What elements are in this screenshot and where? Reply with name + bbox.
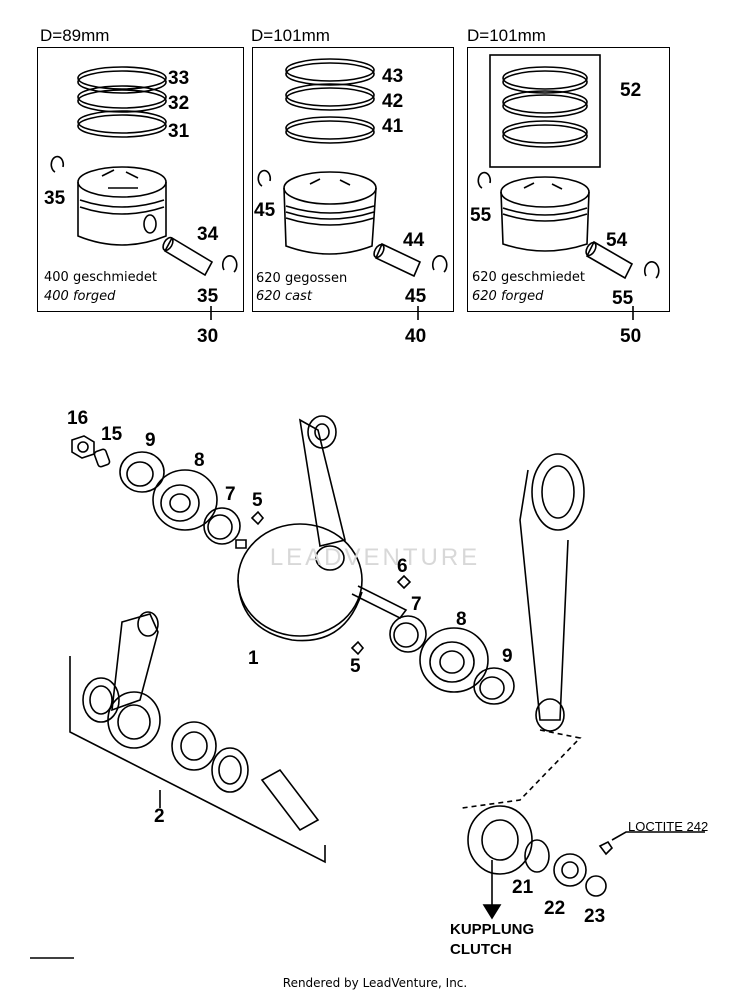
loctite-drop bbox=[598, 840, 614, 856]
crankshaft-1 bbox=[235, 415, 408, 642]
part-label: 45 bbox=[254, 200, 276, 221]
part-label: 15 bbox=[101, 424, 123, 445]
clutch-label-de: KUPPLUNG bbox=[450, 921, 535, 938]
shim-7-left bbox=[203, 507, 241, 545]
piston-panel-400-forged bbox=[37, 47, 244, 312]
piston-set-3-diameter: D=101mm bbox=[467, 26, 546, 45]
piston-caption-de: 400 geschmiedet bbox=[44, 270, 157, 285]
group-label: 50 bbox=[620, 326, 642, 347]
loctite-leader bbox=[611, 831, 705, 841]
piston-rings-set-1 bbox=[77, 66, 167, 138]
part-label: 35 bbox=[44, 188, 66, 209]
footer-credit: Rendered by LeadVenture, Inc. bbox=[282, 976, 468, 990]
circlip-45b bbox=[431, 255, 448, 273]
connecting-rod-kit-2 bbox=[69, 611, 326, 864]
piston-400 bbox=[77, 166, 167, 246]
part-label: 52 bbox=[620, 80, 642, 101]
piston-set-2-diameter: D=101mm bbox=[251, 26, 330, 45]
group-label: 40 bbox=[405, 326, 427, 347]
part-label: 31 bbox=[168, 121, 190, 142]
part-label: 9 bbox=[502, 646, 513, 667]
bearing-8-left bbox=[152, 469, 218, 531]
part-label: 6 bbox=[397, 556, 408, 577]
clutch-label-en: CLUTCH bbox=[450, 941, 512, 958]
clutch-arrow-icon bbox=[482, 904, 502, 920]
piston-panel-620-cast bbox=[252, 47, 454, 312]
part-label: 55 bbox=[470, 205, 492, 226]
part-label: 21 bbox=[512, 877, 534, 898]
part-label: 54 bbox=[606, 230, 628, 251]
piston-caption-en: 620 forged bbox=[472, 289, 544, 304]
nut-16 bbox=[71, 435, 95, 459]
nut-23 bbox=[585, 875, 607, 897]
piston-620-forged bbox=[500, 176, 590, 252]
part-label: 23 bbox=[584, 906, 606, 927]
seal-9-right bbox=[473, 667, 515, 705]
part-label: 45 bbox=[405, 286, 427, 307]
circlip-55b bbox=[643, 261, 660, 279]
part-label: 1 bbox=[248, 648, 259, 669]
piston-pin-34 bbox=[162, 236, 214, 277]
part-label: 34 bbox=[197, 224, 219, 245]
part-label: 16 bbox=[67, 408, 89, 429]
circlip-55a bbox=[477, 171, 492, 189]
part-label: 8 bbox=[456, 609, 467, 630]
part-label: 5 bbox=[252, 490, 263, 511]
piston-620-cast bbox=[283, 171, 377, 255]
nut-22 bbox=[553, 853, 587, 887]
circlip-35b bbox=[221, 255, 238, 273]
part-label: 2 bbox=[154, 806, 165, 827]
piston-caption-en: 620 cast bbox=[256, 289, 312, 304]
bearing-8-right bbox=[419, 627, 489, 693]
washer-15 bbox=[93, 448, 111, 468]
seal-9-left bbox=[119, 451, 165, 493]
key-5-right bbox=[396, 574, 412, 590]
part-label: 32 bbox=[168, 93, 190, 114]
loctite-label: LOCTITE 242 bbox=[628, 819, 709, 834]
key-5-upper bbox=[250, 510, 265, 526]
timing-chain bbox=[519, 453, 585, 732]
piston-rings-set-2 bbox=[285, 58, 375, 144]
piston-set-1-diameter: D=89mm bbox=[40, 26, 110, 45]
part-label: 42 bbox=[382, 91, 404, 112]
piston-panel-620-forged bbox=[467, 47, 670, 312]
shim-7-right bbox=[389, 615, 427, 653]
piston-caption-de: 620 geschmiedet bbox=[472, 270, 585, 285]
part-label: 7 bbox=[225, 484, 236, 505]
part-label: 44 bbox=[403, 230, 425, 251]
part-label: 41 bbox=[382, 116, 404, 137]
chain-dashed-link bbox=[461, 729, 582, 809]
piston-rings-set-3-box bbox=[489, 54, 601, 168]
part-label: 7 bbox=[411, 594, 422, 615]
part-label: 5 bbox=[350, 656, 361, 677]
part-label: 9 bbox=[145, 430, 156, 451]
piston-pin-44 bbox=[373, 242, 422, 278]
piston-caption-de: 620 gegossen bbox=[256, 271, 348, 286]
part-label: 22 bbox=[544, 898, 566, 919]
group-label: 30 bbox=[197, 326, 219, 347]
gear-21 bbox=[467, 805, 533, 875]
key-5-lower bbox=[350, 640, 365, 656]
piston-caption-en: 400 forged bbox=[44, 289, 116, 304]
circlip-35a bbox=[50, 155, 65, 173]
part-label: 43 bbox=[382, 66, 404, 87]
circlip-45a bbox=[257, 169, 272, 187]
piston-rings-set-3 bbox=[502, 66, 588, 148]
part-label: 55 bbox=[612, 288, 634, 309]
part-label: 33 bbox=[168, 68, 190, 89]
washer-21 bbox=[524, 839, 550, 873]
part-label: 8 bbox=[194, 450, 205, 471]
part-label: 35 bbox=[197, 286, 219, 307]
piston-pin-54 bbox=[585, 240, 634, 280]
watermark-text: LEADVENTURE bbox=[270, 544, 480, 571]
